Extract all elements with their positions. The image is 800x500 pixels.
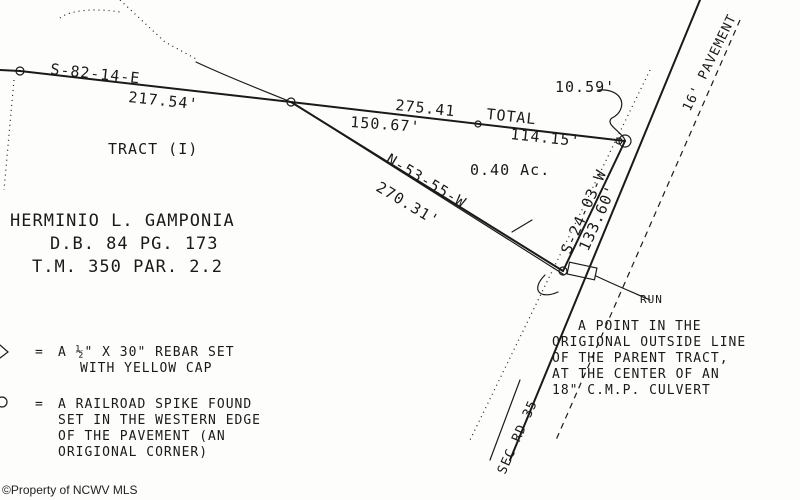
road-tick: [489, 379, 521, 461]
culvert-symbol: [566, 261, 598, 281]
total-label: TOTAL: [486, 105, 538, 128]
top-boundary-line: [19, 70, 292, 103]
spike-distance-label: 10.59': [555, 78, 615, 96]
rebar-marker-mid: [286, 97, 296, 107]
top-creek-line: [195, 61, 292, 103]
faint-boundary: [119, 0, 199, 61]
top-distance-label: 217.54': [128, 88, 200, 113]
rebar-marker-west: [15, 66, 25, 76]
owner-deed: D.B. 84 PG. 173: [50, 234, 219, 254]
legend-spike-equals: =: [35, 397, 44, 412]
mid-distance-label: 150.67': [350, 113, 421, 136]
legend-rebar-line1: A ½" X 30" REBAR SET: [58, 345, 235, 360]
faint-curve: [59, 9, 121, 19]
owner-tax-map: T.M. 350 PAR. 2.2: [32, 257, 223, 277]
east-boundary-line: [290, 101, 626, 142]
diag-tick: [511, 219, 533, 233]
top-bearing-label: S-82-14-E: [50, 60, 142, 87]
point-note-line2: ORIGIONAL OUTSIDE LINE: [552, 335, 746, 350]
tract-label: TRACT (I): [108, 140, 198, 158]
rebar-marker-east: [474, 120, 482, 128]
point-note-line1: A POINT IN THE: [578, 319, 702, 334]
point-note-line4: AT THE CENTER OF AN: [552, 367, 720, 382]
rebar-marker-corner: [615, 137, 623, 145]
run-line: [595, 275, 651, 301]
legend-rebar-equals: =: [35, 345, 44, 360]
legend-spike-line3: OF THE PAVEMENT (AN: [58, 429, 226, 444]
legend-spike-icon: [0, 396, 8, 408]
rebar-marker-south: [558, 266, 568, 276]
diagonal-boundary-line-2: [290, 101, 564, 275]
owner-name: HERMINIO L. GAMPONIA: [10, 211, 235, 231]
point-note-line3: OF THE PARENT TRACT,: [552, 351, 729, 366]
pavement-edge-west: [469, 69, 651, 441]
west-dotted-line: [3, 79, 15, 191]
point-note-line5: 18" C.M.P. CULVERT: [552, 383, 711, 398]
legend-spike-line2: SET IN THE WESTERN EDGE: [58, 413, 261, 428]
run-label: RUN: [640, 293, 663, 306]
legend-rebar-icon: [0, 344, 9, 359]
east-distance-label: 114.15': [510, 125, 582, 150]
culvert-arrow: [537, 274, 559, 296]
road-boundary-line: [562, 140, 626, 272]
road-centerline: [509, 0, 701, 461]
legend-spike-line4: ORIGIONAL CORNER): [58, 445, 208, 460]
area-label: 0.40 Ac.: [470, 161, 550, 179]
legend-rebar-line2: WITH YELLOW CAP: [80, 361, 212, 376]
spike-pointer: [597, 89, 626, 141]
road-name-label: SEC RD 35: [495, 398, 541, 477]
west-stub-line: [0, 69, 21, 72]
copyright-notice: ©Property of NCWV MLS: [2, 483, 138, 497]
legend-spike-line1: A RAILROAD SPIKE FOUND: [58, 397, 252, 412]
spike-marker-corner: [618, 134, 632, 148]
